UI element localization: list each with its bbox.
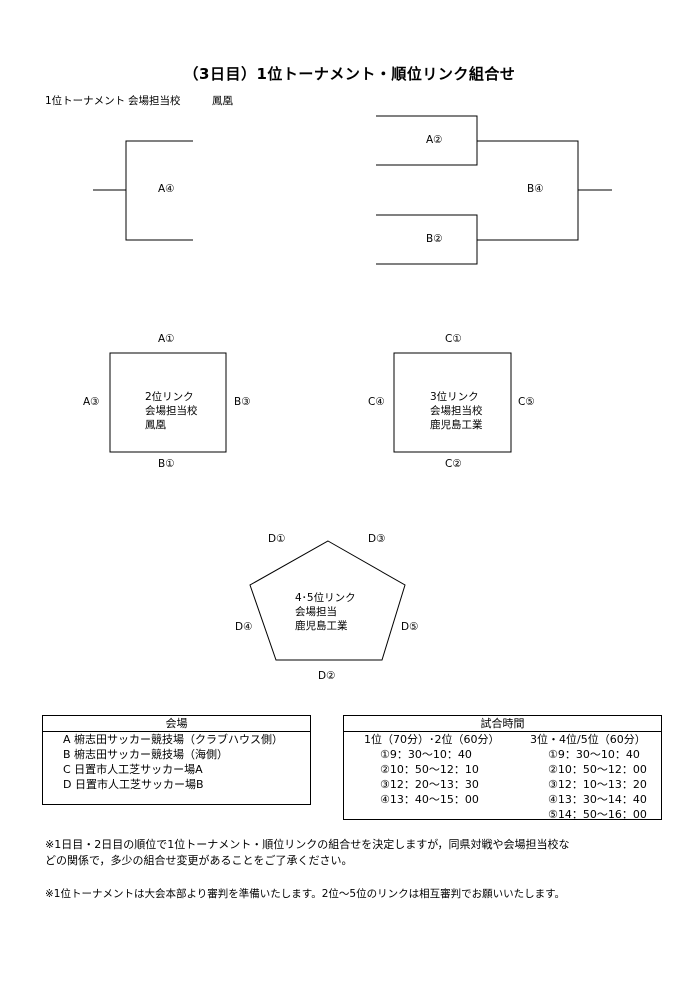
time-col1-slot: ④13：40～15：00 (380, 793, 479, 806)
subtitle-venue-label: 会場担当校 (128, 95, 181, 107)
link45-right-label: D⑤ (401, 621, 419, 633)
match-label-final: B④ (527, 183, 544, 195)
link3-venue-school: 鹿児島工業 (430, 419, 483, 431)
link2-top-label: A① (158, 333, 175, 345)
match-label-top-right: A② (426, 134, 443, 146)
time-col2-slot: ①9：30～10：40 (548, 748, 640, 761)
time-col2-slot: ③12：10～13：20 (548, 778, 647, 791)
link2-left-label: A③ (83, 396, 100, 408)
note-1-line-2: どの関係で，多少の組合せ変更があることをご了承ください。 (45, 854, 353, 867)
subtitle-venue-school: 鳳凰 (212, 95, 233, 107)
link2-right-label: B③ (234, 396, 251, 408)
time-table-header: 試合時間 (344, 716, 661, 732)
time-col1-slot: ②10：50～12：10 (380, 763, 479, 776)
venue-table-header: 会場 (43, 716, 310, 732)
link45-venue-label: 会場担当 (295, 606, 337, 618)
match-label-left: A④ (158, 183, 175, 195)
time-col1-header: 1位（70分）･2位（60分） (364, 733, 500, 746)
venue-row-a: A 椨志田サッカー競技場（クラブハウス側） (63, 733, 284, 746)
time-col2-header: 3位・4位/5位（60分） (530, 733, 646, 746)
venue-row-c: C 日置市人工芝サッカー場A (63, 763, 203, 776)
time-table: 試合時間 1位（70分）･2位（60分） ①9：30～10：40 ②10：50～… (343, 715, 662, 821)
time-col2-slot: ⑤14：50～16：00 (548, 808, 647, 821)
link45-pentagon (249, 540, 406, 661)
link45-bottom-label: D② (318, 670, 336, 682)
note-1-line-1: ※1日目・2日目の順位で1位トーナメント・順位リンクの組合せを決定しますが，同県… (45, 838, 570, 851)
link2-venue-label: 会場担当校 (145, 405, 198, 417)
venue-row-d: D 日置市人工芝サッカー場B (63, 778, 204, 791)
subtitle-label: 1位トーナメント (45, 95, 126, 107)
link3-left-label: C④ (368, 396, 385, 408)
time-col2-slot: ④13：30～14：40 (548, 793, 647, 806)
link3-name: 3位リンク (430, 391, 479, 403)
link2-venue-school: 鳳凰 (145, 419, 166, 431)
link45-venue-school: 鹿児島工業 (295, 620, 348, 632)
link3-box (393, 352, 512, 453)
match-label-bottom-right: B② (426, 233, 443, 245)
link45-top-right-label: D③ (368, 533, 386, 545)
link3-top-label: C① (445, 333, 462, 345)
link3-right-label: C⑤ (518, 396, 535, 408)
link2-bottom-label: B① (158, 458, 175, 470)
page-title: （3日目）1位トーナメント・順位リンク組合せ (183, 65, 516, 83)
link2-box (109, 352, 227, 453)
link45-top-left-label: D① (268, 533, 286, 545)
link45-name: 4･5位リンク (295, 592, 356, 604)
note-2: ※1位トーナメントは大会本部より審判を準備いたします。2位～5位のリンクは相互審… (45, 888, 566, 900)
time-col1-slot: ①9：30～10：40 (380, 748, 472, 761)
link45-left-label: D④ (235, 621, 253, 633)
link3-bottom-label: C② (445, 458, 462, 470)
link2-name: 2位リンク (145, 391, 194, 403)
time-col2-slot: ②10：50～12：00 (548, 763, 647, 776)
link3-venue-label: 会場担当校 (430, 405, 483, 417)
time-col1-slot: ③12：20～13：30 (380, 778, 479, 791)
venue-row-b: B 椨志田サッカー競技場（海側） (63, 748, 229, 761)
venue-table: 会場 A 椨志田サッカー競技場（クラブハウス側） B 椨志田サッカー競技場（海側… (42, 715, 311, 805)
